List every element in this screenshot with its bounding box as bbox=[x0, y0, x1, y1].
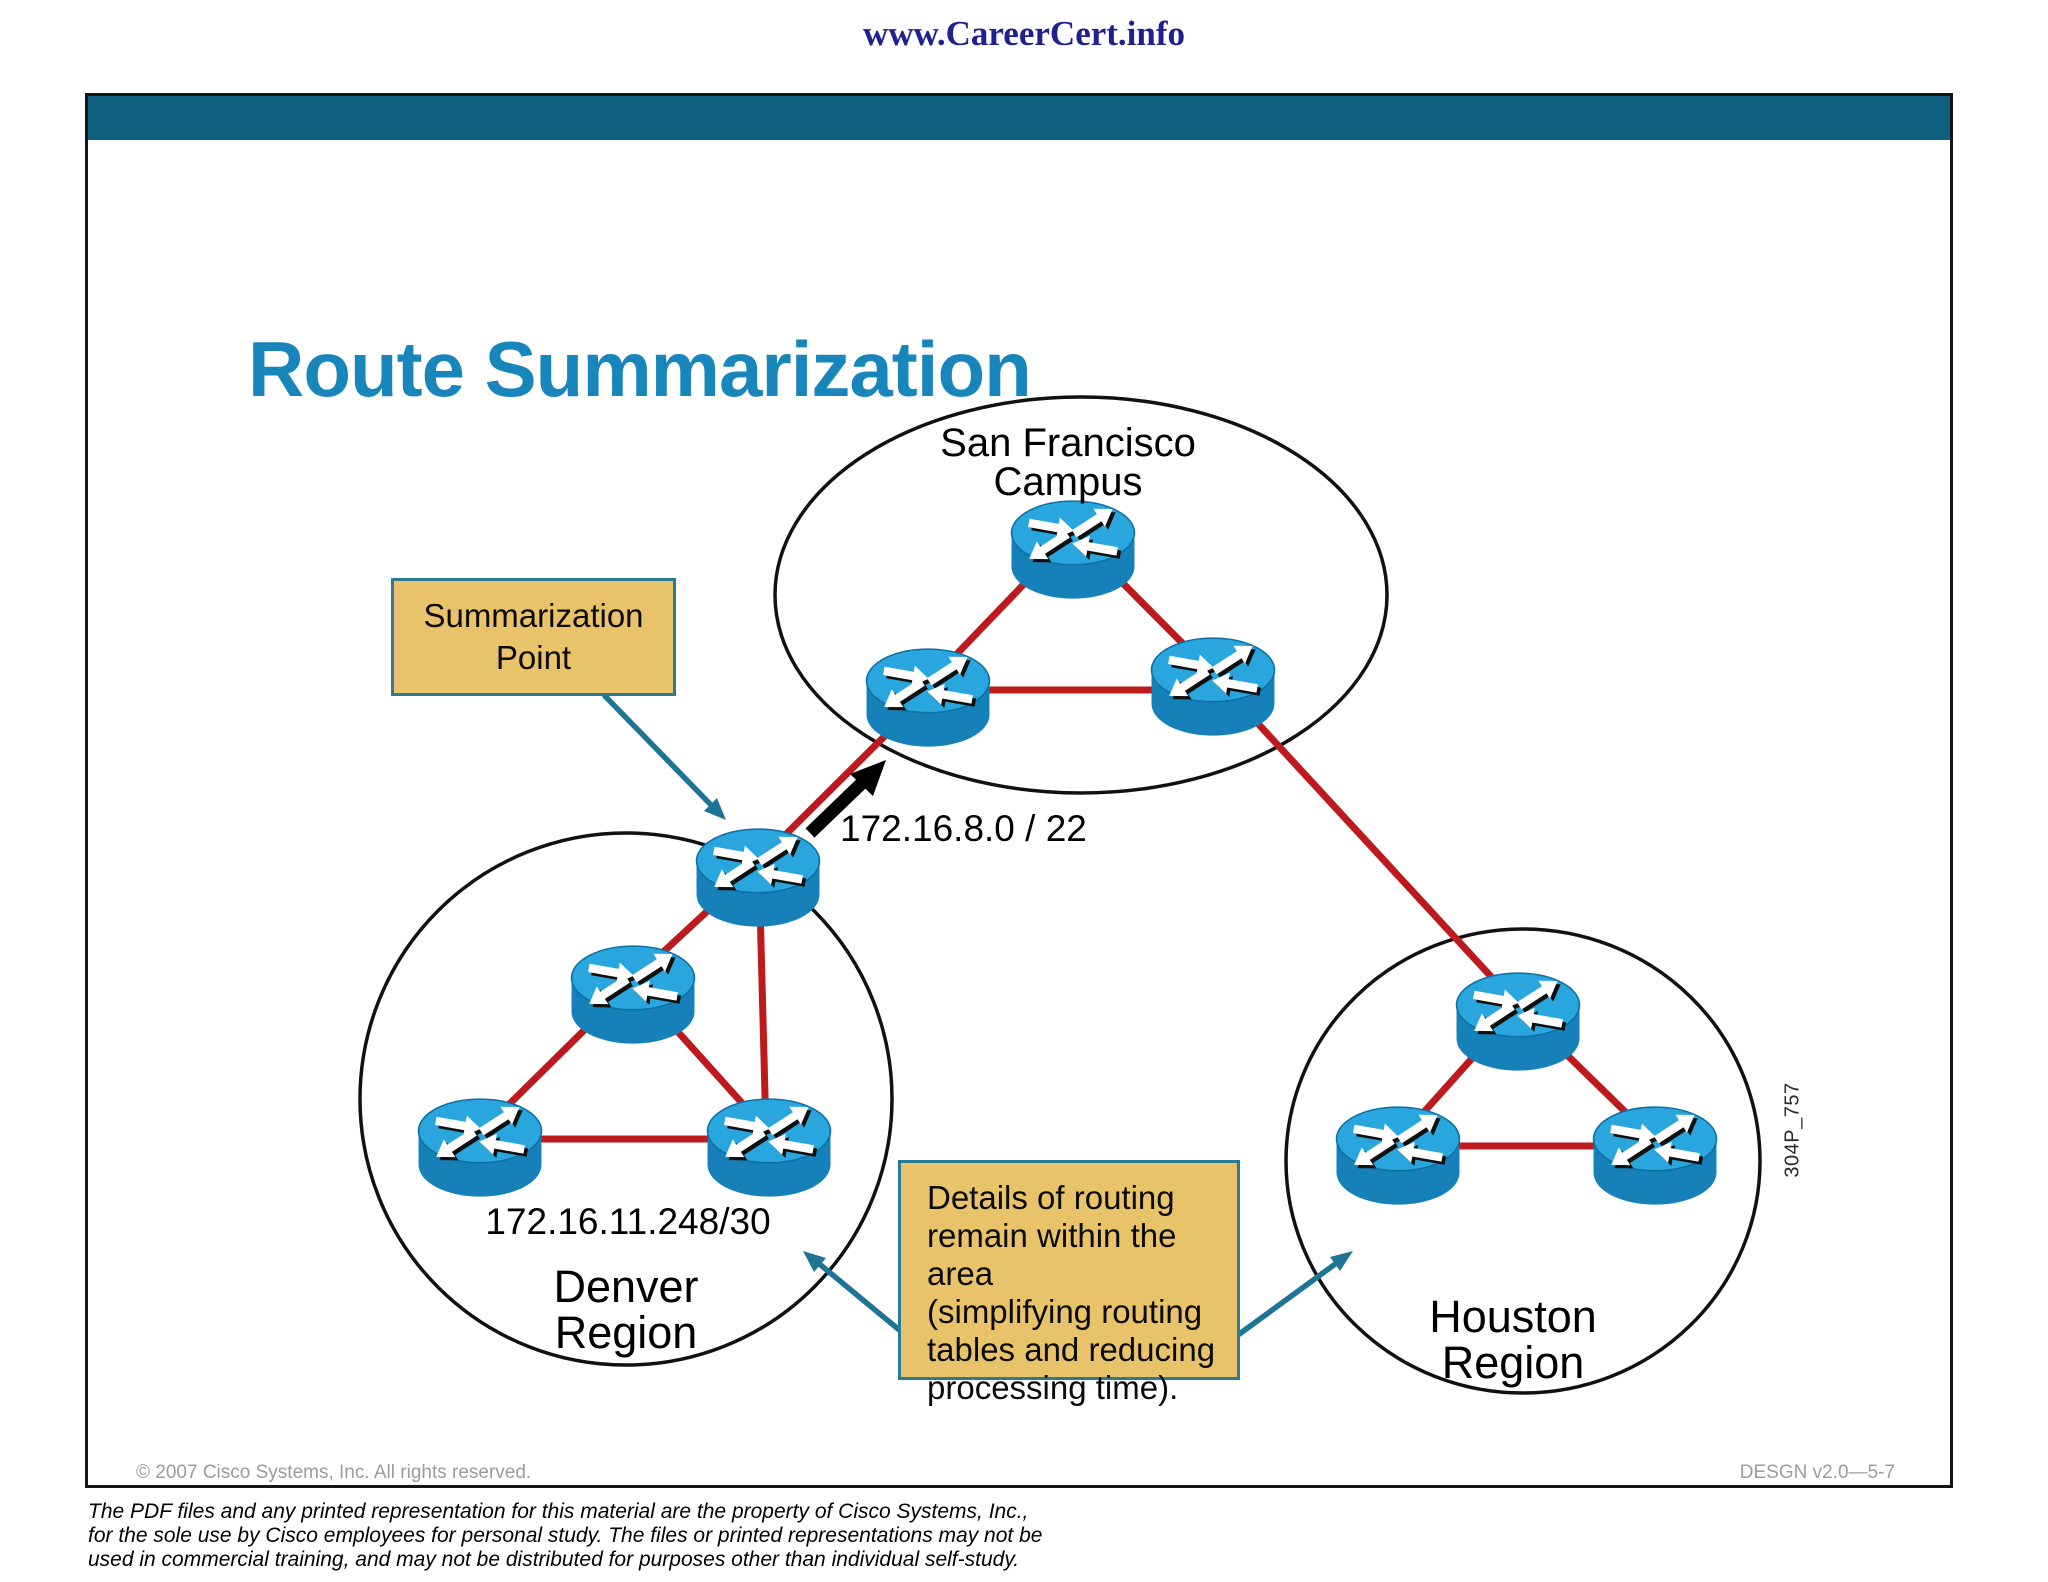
summarization-callout-arrow bbox=[602, 693, 726, 820]
denver-subnet-label: 172.16.11.248/30 bbox=[485, 1201, 771, 1242]
summary-route-label: 172.16.8.0 / 22 bbox=[840, 808, 1087, 849]
denver-region-label: Denver Region bbox=[553, 1261, 699, 1358]
link-sf-houston bbox=[1213, 675, 1523, 1011]
slide-header-bar bbox=[88, 96, 1950, 140]
slide-title: Route Summarization bbox=[248, 325, 1032, 413]
site-header: www.CareerCert.info bbox=[862, 14, 1186, 53]
figure-id: 304P_757 bbox=[1781, 1082, 1804, 1178]
router-icon bbox=[1457, 972, 1580, 1070]
router-icon bbox=[419, 1098, 542, 1196]
houston-region-label: Houston Region bbox=[1429, 1291, 1597, 1388]
callout-arrows bbox=[602, 693, 1353, 1338]
sf-region-outline bbox=[773, 395, 1389, 795]
router-icon bbox=[1337, 1106, 1460, 1204]
router-icon bbox=[1594, 1106, 1717, 1204]
sf-region-label: San Francisco Campus bbox=[940, 421, 1196, 504]
copyright-text: © 2007 Cisco Systems, Inc. All rights re… bbox=[136, 1462, 532, 1483]
summary-route-arrow bbox=[805, 760, 886, 838]
details-callout-arrow-right bbox=[1236, 1251, 1353, 1338]
network-diagram bbox=[358, 395, 1762, 1395]
slide: Route Summarization bbox=[85, 93, 1953, 1488]
router-icon bbox=[867, 648, 990, 746]
router-icon bbox=[1012, 500, 1135, 598]
router-icon-summarization-point bbox=[697, 828, 820, 926]
details-callout: Details of routing remain within the are… bbox=[898, 1160, 1240, 1406]
doc-code: DESGN v2.0—5-7 bbox=[1739, 1462, 1895, 1483]
router-icon bbox=[708, 1098, 831, 1196]
denver-region-outline bbox=[358, 831, 894, 1367]
houston-region-outline bbox=[1284, 927, 1762, 1395]
details-callout-arrow-left bbox=[803, 1251, 905, 1336]
router-icon bbox=[1152, 637, 1275, 735]
summarization-point-callout: Summarization Point bbox=[391, 578, 676, 696]
pdf-disclaimer: The PDF files and any printed representa… bbox=[88, 1500, 1043, 1571]
router-icon bbox=[572, 945, 695, 1043]
